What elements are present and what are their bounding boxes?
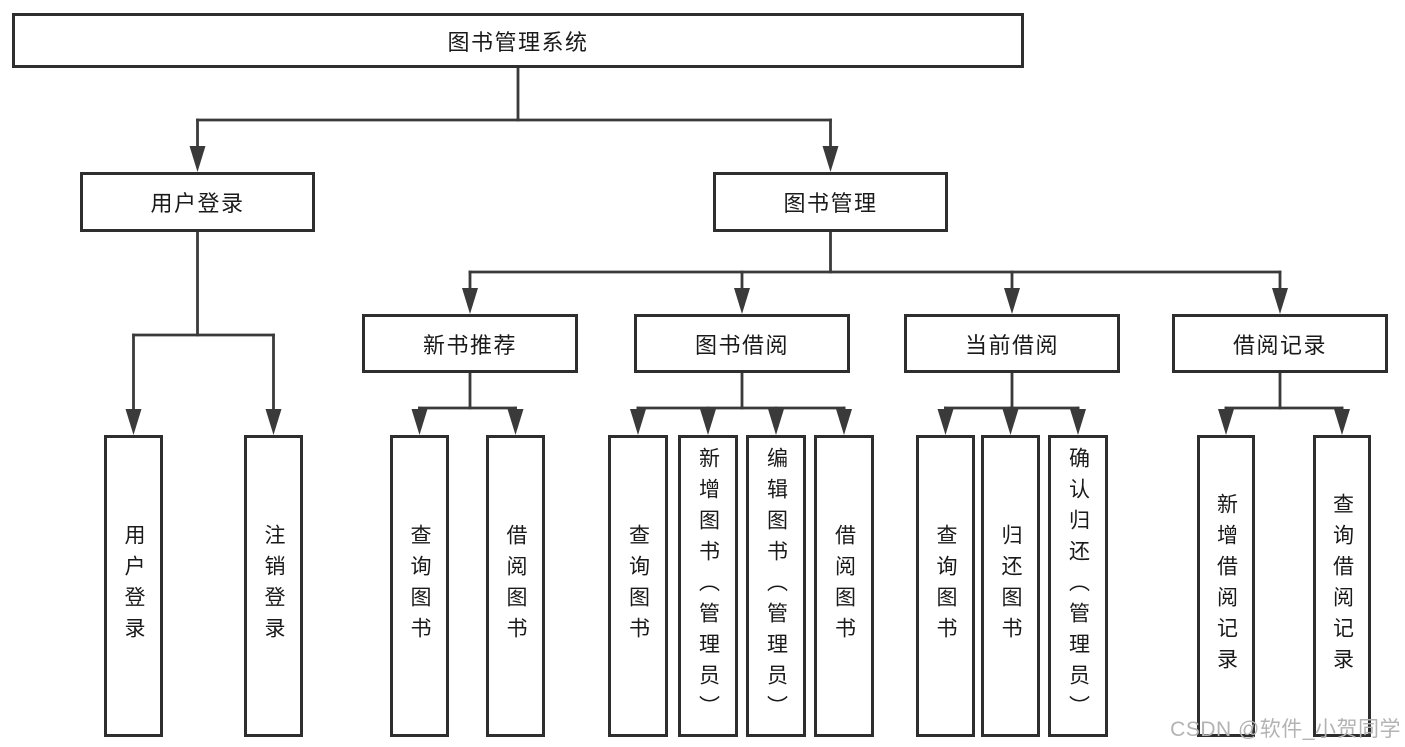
arrowhead-down-icon (1272, 288, 1288, 314)
node-label-cb-confirm: 确认归还（管理员） (1066, 446, 1090, 726)
arrowhead-down-icon (462, 288, 478, 314)
node-label-book-borrow: 图书借阅 (694, 332, 789, 358)
arrowhead-down-icon (1070, 409, 1086, 435)
node-label-br-query: 查询借阅记录 (1330, 493, 1354, 679)
node-label-book-mgmt: 图书管理 (783, 191, 878, 216)
node-label-cb-query: 查询图书 (934, 524, 957, 648)
node-label-login-leaf: 用户登录 (122, 524, 145, 648)
arrowhead-down-icon (1004, 288, 1020, 314)
arrowhead-down-icon (1002, 409, 1019, 435)
node-label-logout-leaf: 注销登录 (262, 524, 285, 648)
arrowhead-down-icon (189, 146, 206, 172)
node-logout-leaf: 注销登录 (244, 435, 303, 737)
node-label-nbr-query: 查询图书 (408, 524, 431, 648)
node-label-cb-return: 归还图书 (999, 524, 1022, 648)
node-bb-edit: 编辑图书（管理员） (746, 435, 806, 737)
node-label-bb-edit: 编辑图书（管理员） (764, 446, 788, 726)
node-borrow-records: 借阅记录 (1172, 314, 1388, 373)
arrowhead-down-icon (265, 409, 282, 435)
node-bb-query: 查询图书 (608, 435, 668, 737)
arrowhead-down-icon (734, 288, 750, 314)
node-label-root: 图书管理系统 (447, 29, 589, 55)
node-label-br-add: 新增借阅记录 (1214, 493, 1238, 679)
arrowhead-down-icon (836, 409, 852, 435)
node-label-bb-add: 新增图书（管理员） (696, 446, 720, 726)
arrowhead-down-icon (1218, 409, 1234, 435)
node-cb-query: 查询图书 (916, 435, 975, 737)
node-user-login: 用户登录 (80, 172, 315, 232)
watermark: CSDN @软件_小贺同学 (1170, 718, 1401, 741)
node-label-new-book-rec: 新书推荐 (422, 332, 517, 358)
arrowhead-down-icon (937, 409, 954, 435)
node-label-borrow-records: 借阅记录 (1232, 332, 1327, 358)
arrowhead-down-icon (822, 146, 839, 172)
node-nbr-query: 查询图书 (390, 435, 449, 737)
arrowhead-down-icon (507, 409, 524, 435)
node-label-nbr-borrow: 借阅图书 (504, 524, 527, 648)
node-bb-borrow: 借阅图书 (814, 435, 874, 737)
node-label-bb-borrow: 借阅图书 (832, 524, 856, 648)
node-br-add: 新增借阅记录 (1197, 435, 1255, 737)
node-book-mgmt: 图书管理 (713, 172, 948, 232)
node-new-book-rec: 新书推荐 (362, 314, 578, 373)
node-bb-add: 新增图书（管理员） (678, 435, 738, 737)
node-label-user-login: 用户登录 (150, 191, 245, 216)
arrowhead-down-icon (125, 409, 142, 435)
arrowhead-down-icon (411, 409, 428, 435)
arrowhead-down-icon (700, 409, 716, 435)
arrowhead-down-icon (630, 409, 646, 435)
node-label-bb-query: 查询图书 (626, 524, 650, 648)
node-root: 图书管理系统 (12, 13, 1024, 68)
node-login-leaf: 用户登录 (104, 435, 163, 737)
node-label-current-borrow: 当前借阅 (964, 332, 1059, 358)
node-cb-return: 归还图书 (981, 435, 1040, 737)
arrowhead-down-icon (1334, 409, 1350, 435)
node-current-borrow: 当前借阅 (904, 314, 1120, 373)
node-book-borrow: 图书借阅 (634, 314, 850, 373)
node-nbr-borrow: 借阅图书 (486, 435, 545, 737)
arrowhead-down-icon (768, 409, 784, 435)
node-cb-confirm: 确认归还（管理员） (1048, 435, 1108, 737)
node-br-query: 查询借阅记录 (1313, 435, 1371, 737)
